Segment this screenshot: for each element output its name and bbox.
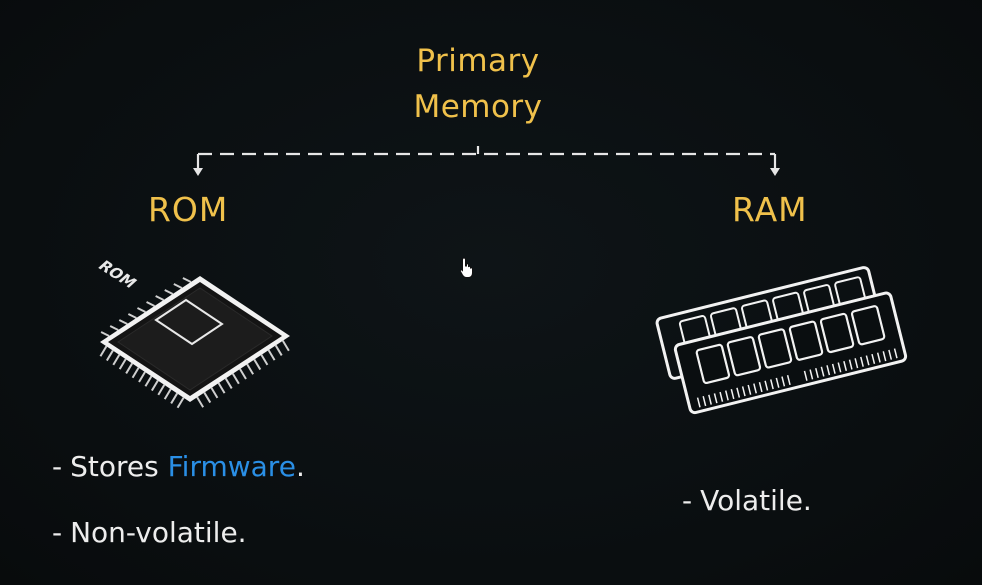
rom-point-nonvolatile: -Non-volatile. bbox=[52, 516, 247, 549]
bullet-dash: - bbox=[52, 450, 63, 483]
rom-point-firmware: -Stores Firmware. bbox=[52, 450, 305, 483]
rom-chip-icon: ROM bbox=[94, 258, 290, 409]
ram-point1-text: Volatile. bbox=[700, 484, 812, 517]
ram-module-icon bbox=[655, 266, 908, 415]
rom-point1-suffix: . bbox=[295, 450, 305, 483]
chip-label: ROM bbox=[94, 258, 140, 292]
hand-cursor-icon bbox=[459, 257, 473, 278]
root-node-title: Primary Memory bbox=[378, 38, 578, 130]
bullet-dash: - bbox=[52, 516, 63, 549]
rom-point2-text: Non-volatile. bbox=[70, 516, 247, 549]
ram-label: RAM bbox=[732, 190, 808, 229]
rom-label: ROM bbox=[148, 190, 229, 229]
root-title-line2: Memory bbox=[413, 89, 543, 125]
rom-point1-prefix: Stores bbox=[70, 450, 159, 483]
bullet-dash: - bbox=[682, 484, 693, 517]
firmware-highlight: Firmware bbox=[167, 450, 296, 483]
ram-point-volatile: -Volatile. bbox=[682, 484, 812, 517]
root-title-line1: Primary bbox=[416, 43, 540, 79]
